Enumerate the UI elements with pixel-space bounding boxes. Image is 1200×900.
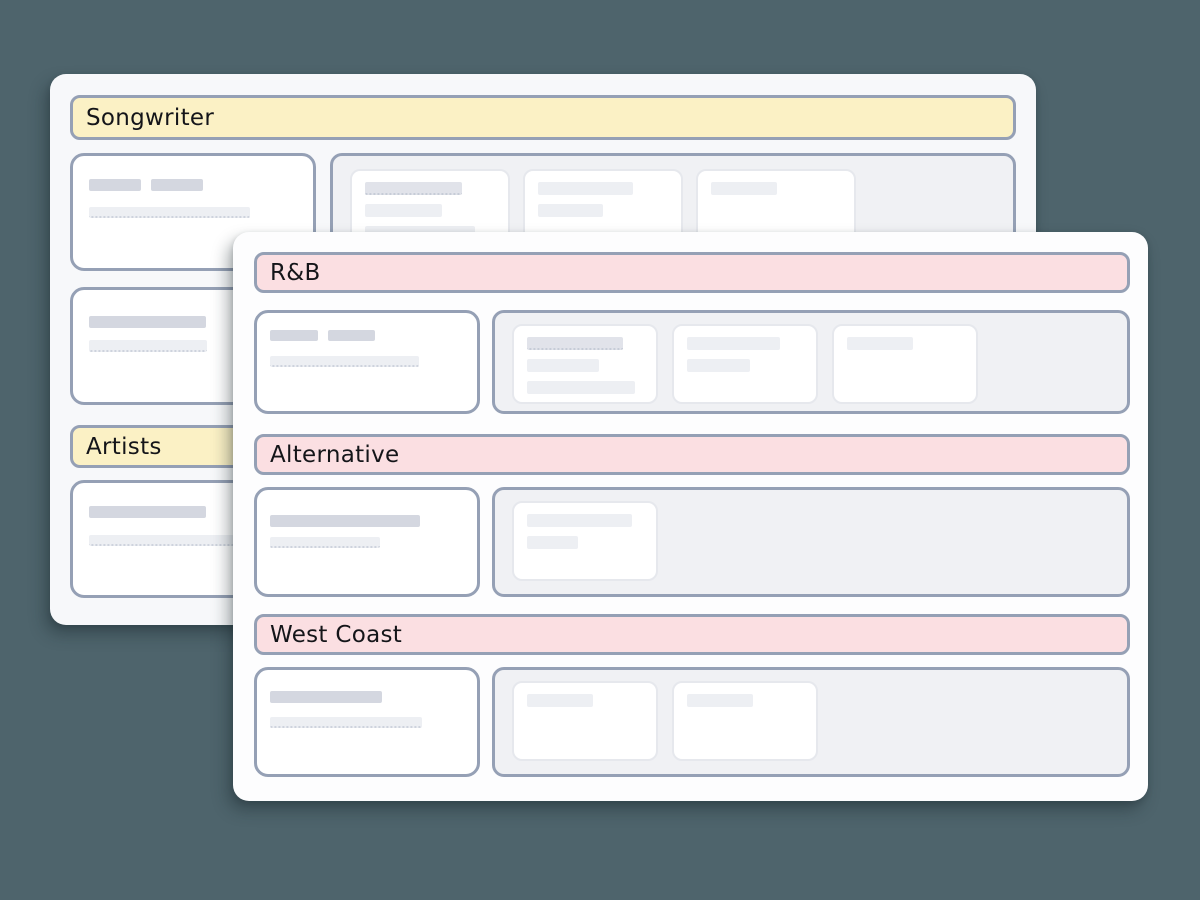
skeleton-bar xyxy=(847,337,913,350)
note-card[interactable] xyxy=(254,310,480,414)
skeleton-bar xyxy=(270,717,422,728)
item-card[interactable] xyxy=(512,501,658,581)
skeleton-bar xyxy=(270,356,419,367)
skeleton-bar xyxy=(711,182,777,195)
skeleton-bar xyxy=(328,330,375,341)
rnb-row xyxy=(254,310,1130,414)
skeleton-bar xyxy=(89,535,234,546)
skeleton-bar xyxy=(89,506,206,518)
section-title-rnb: R&B xyxy=(270,259,321,286)
skeleton-bar xyxy=(687,359,750,372)
section-title-alternative: Alternative xyxy=(270,441,400,468)
skeleton-bar xyxy=(89,340,207,352)
item-card[interactable] xyxy=(672,681,818,761)
skeleton-bar xyxy=(527,514,632,527)
alternative-row xyxy=(254,487,1130,597)
items-container xyxy=(492,310,1130,414)
skeleton-bar xyxy=(527,337,623,350)
skeleton-bar xyxy=(270,330,318,341)
skeleton-bar xyxy=(538,182,633,195)
section-title-artists: Artists xyxy=(86,433,162,460)
skeleton-bar xyxy=(89,207,250,218)
skeleton-bar xyxy=(527,381,635,394)
skeleton-bar xyxy=(687,337,780,350)
skeleton-bar xyxy=(527,359,599,372)
skeleton-bar xyxy=(89,179,141,191)
items-container xyxy=(492,487,1130,597)
section-title-west-coast: West Coast xyxy=(270,621,403,648)
skeleton-bar xyxy=(527,536,578,549)
section-header-west-coast[interactable]: West Coast xyxy=(254,614,1130,655)
section-title-songwriter: Songwriter xyxy=(86,104,215,131)
note-card[interactable] xyxy=(254,487,480,597)
note-card[interactable] xyxy=(254,667,480,777)
item-card[interactable] xyxy=(512,681,658,761)
skeleton-bar xyxy=(270,691,382,703)
item-card[interactable] xyxy=(832,324,978,404)
skeleton-bar xyxy=(270,537,380,548)
items-container xyxy=(492,667,1130,777)
skeleton-bar xyxy=(89,316,206,328)
skeleton-bar xyxy=(270,515,420,527)
skeleton-bar xyxy=(687,694,753,707)
skeleton-bar xyxy=(365,182,462,195)
section-header-rnb[interactable]: R&B xyxy=(254,252,1130,293)
skeleton-bar xyxy=(538,204,603,217)
item-card[interactable] xyxy=(512,324,658,404)
front-board: R&B Alternative xyxy=(233,232,1148,801)
item-card[interactable] xyxy=(672,324,818,404)
section-header-songwriter[interactable]: Songwriter xyxy=(70,95,1016,140)
skeleton-bar xyxy=(365,204,442,217)
skeleton-bar xyxy=(527,694,593,707)
skeleton-bar xyxy=(151,179,203,191)
west-coast-row xyxy=(254,667,1130,777)
section-header-alternative[interactable]: Alternative xyxy=(254,434,1130,475)
